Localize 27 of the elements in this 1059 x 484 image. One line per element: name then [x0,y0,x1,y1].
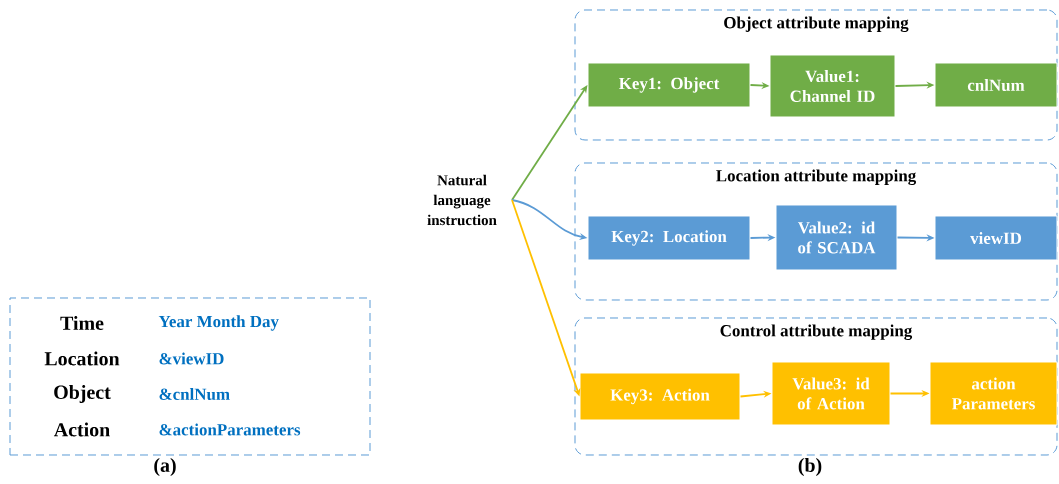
group-box [574,162,1058,301]
table-box [9,297,371,456]
row-value: Year Month Day [158,315,279,331]
row-value: &cnlNum [159,388,230,400]
process-box: Value2: id of SCADA [775,204,898,271]
process-box: Key2: Location [587,215,751,261]
group-title: Object attribute mapping [724,16,909,32]
arrow [511,85,588,201]
process-box: Value3: id of Action [771,361,891,426]
row-label: Object [54,384,111,403]
group-title: Location attribute mapping [716,169,917,185]
process-box: Key3: Action [579,372,741,421]
input-text: Natural language instruction [427,174,497,226]
row-label: Action [53,422,110,437]
panel-label: (b) [798,457,822,476]
row-label: Location [44,351,120,366]
process-box: Key1: Object [587,62,751,108]
process-box: viewID [934,215,1058,261]
group-box [574,317,1058,456]
row-label: Time [60,316,104,330]
row-value: &actionParameters [159,423,301,436]
process-box: action Parameters [929,361,1058,426]
group-title: Control attribute mapping [720,324,913,340]
process-box: Value1: Channel ID [769,54,896,118]
process-box: cnlNum [934,62,1058,108]
group-box [574,9,1058,141]
row-value: &viewID [159,352,224,365]
